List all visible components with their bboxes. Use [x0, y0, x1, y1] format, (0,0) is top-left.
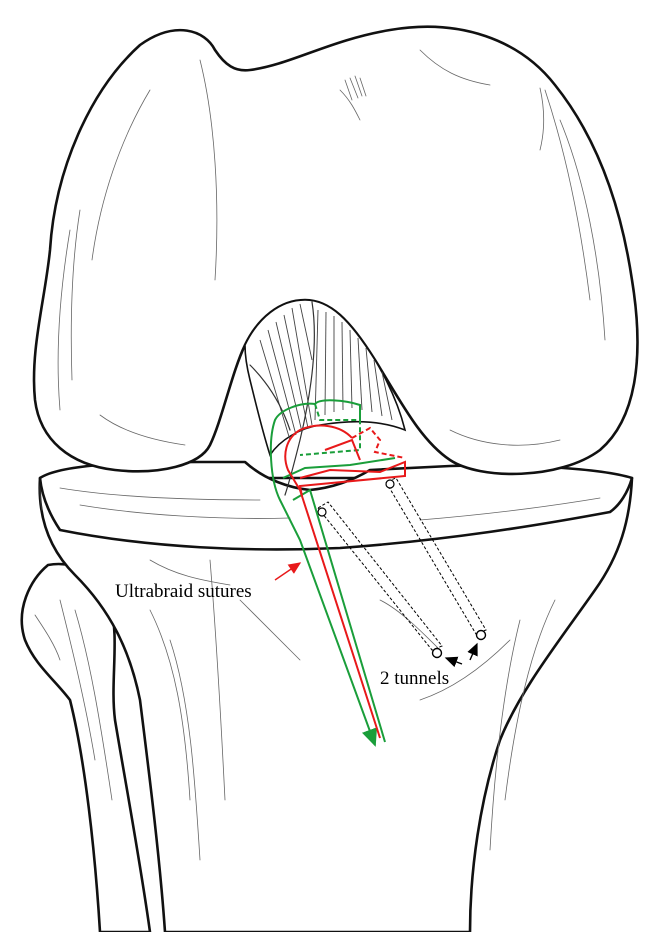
tunnel-exit-1: [433, 649, 442, 658]
tunnel-entry-1: [318, 508, 326, 516]
tunnel-exit-2: [477, 631, 486, 640]
tunnels-label: 2 tunnels: [380, 668, 449, 689]
femur: [34, 27, 637, 495]
sutures-label: Ultrabraid sutures: [115, 581, 252, 602]
tunnel-entry-2: [386, 480, 394, 488]
